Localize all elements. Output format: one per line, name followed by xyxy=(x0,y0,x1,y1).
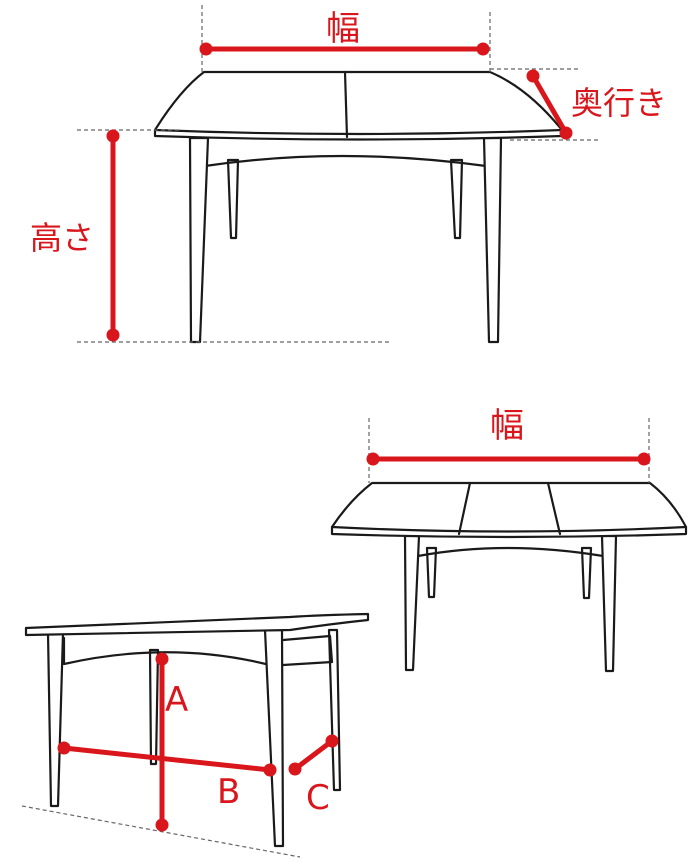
height-measure xyxy=(106,129,120,342)
table-wide-leg-right xyxy=(600,534,618,673)
measure-a xyxy=(155,652,169,832)
measure-b xyxy=(57,741,277,777)
width-measure-bottom xyxy=(366,452,651,466)
table-wide-leg-left xyxy=(403,534,421,672)
table-front-back-leg-left xyxy=(226,158,240,240)
label-c: C xyxy=(306,778,330,818)
guides-wide xyxy=(368,418,650,483)
table-wide-view xyxy=(330,481,688,673)
table-persp-front-leg-right xyxy=(263,628,285,848)
depth-label: 奥行き xyxy=(571,84,667,122)
table-wide-back-leg-right xyxy=(580,546,593,600)
table-wide-top-edge xyxy=(330,525,688,533)
table-persp-side-apron xyxy=(281,634,334,667)
table-front-apron xyxy=(203,138,488,168)
table-front-top xyxy=(153,70,564,141)
guides-perspective xyxy=(21,805,301,858)
label-a: A xyxy=(165,680,188,720)
table-front-leg-left xyxy=(188,136,210,344)
table-front-leg-right xyxy=(482,136,503,344)
height-label: 高さ xyxy=(30,219,94,257)
width-label-top: 幅 xyxy=(326,9,360,49)
table-wide-back-leg-left xyxy=(425,546,438,599)
table-persp-front-leg-left xyxy=(46,631,65,808)
table-front-top-seam xyxy=(343,70,349,139)
table-persp-back-leg-left xyxy=(148,648,160,766)
table-front-top-edge xyxy=(153,128,564,136)
table-perspective-view xyxy=(24,612,370,848)
guides-top xyxy=(77,5,600,343)
label-b: B xyxy=(217,772,240,812)
width-label-bottom: 幅 xyxy=(490,406,524,446)
depth-measure xyxy=(526,69,573,140)
table-wide-top-seam-left xyxy=(457,481,472,536)
width-measure-top xyxy=(199,42,490,56)
table-wide-apron xyxy=(416,536,605,558)
table-persp-front-apron xyxy=(62,636,272,667)
table-front-back-leg-right xyxy=(449,158,464,240)
table-front-view xyxy=(153,70,564,344)
table-wide-top-seam-right xyxy=(546,481,562,536)
table-wide-top xyxy=(330,481,688,539)
table-persp-top xyxy=(24,612,370,637)
measure-c xyxy=(288,734,339,776)
